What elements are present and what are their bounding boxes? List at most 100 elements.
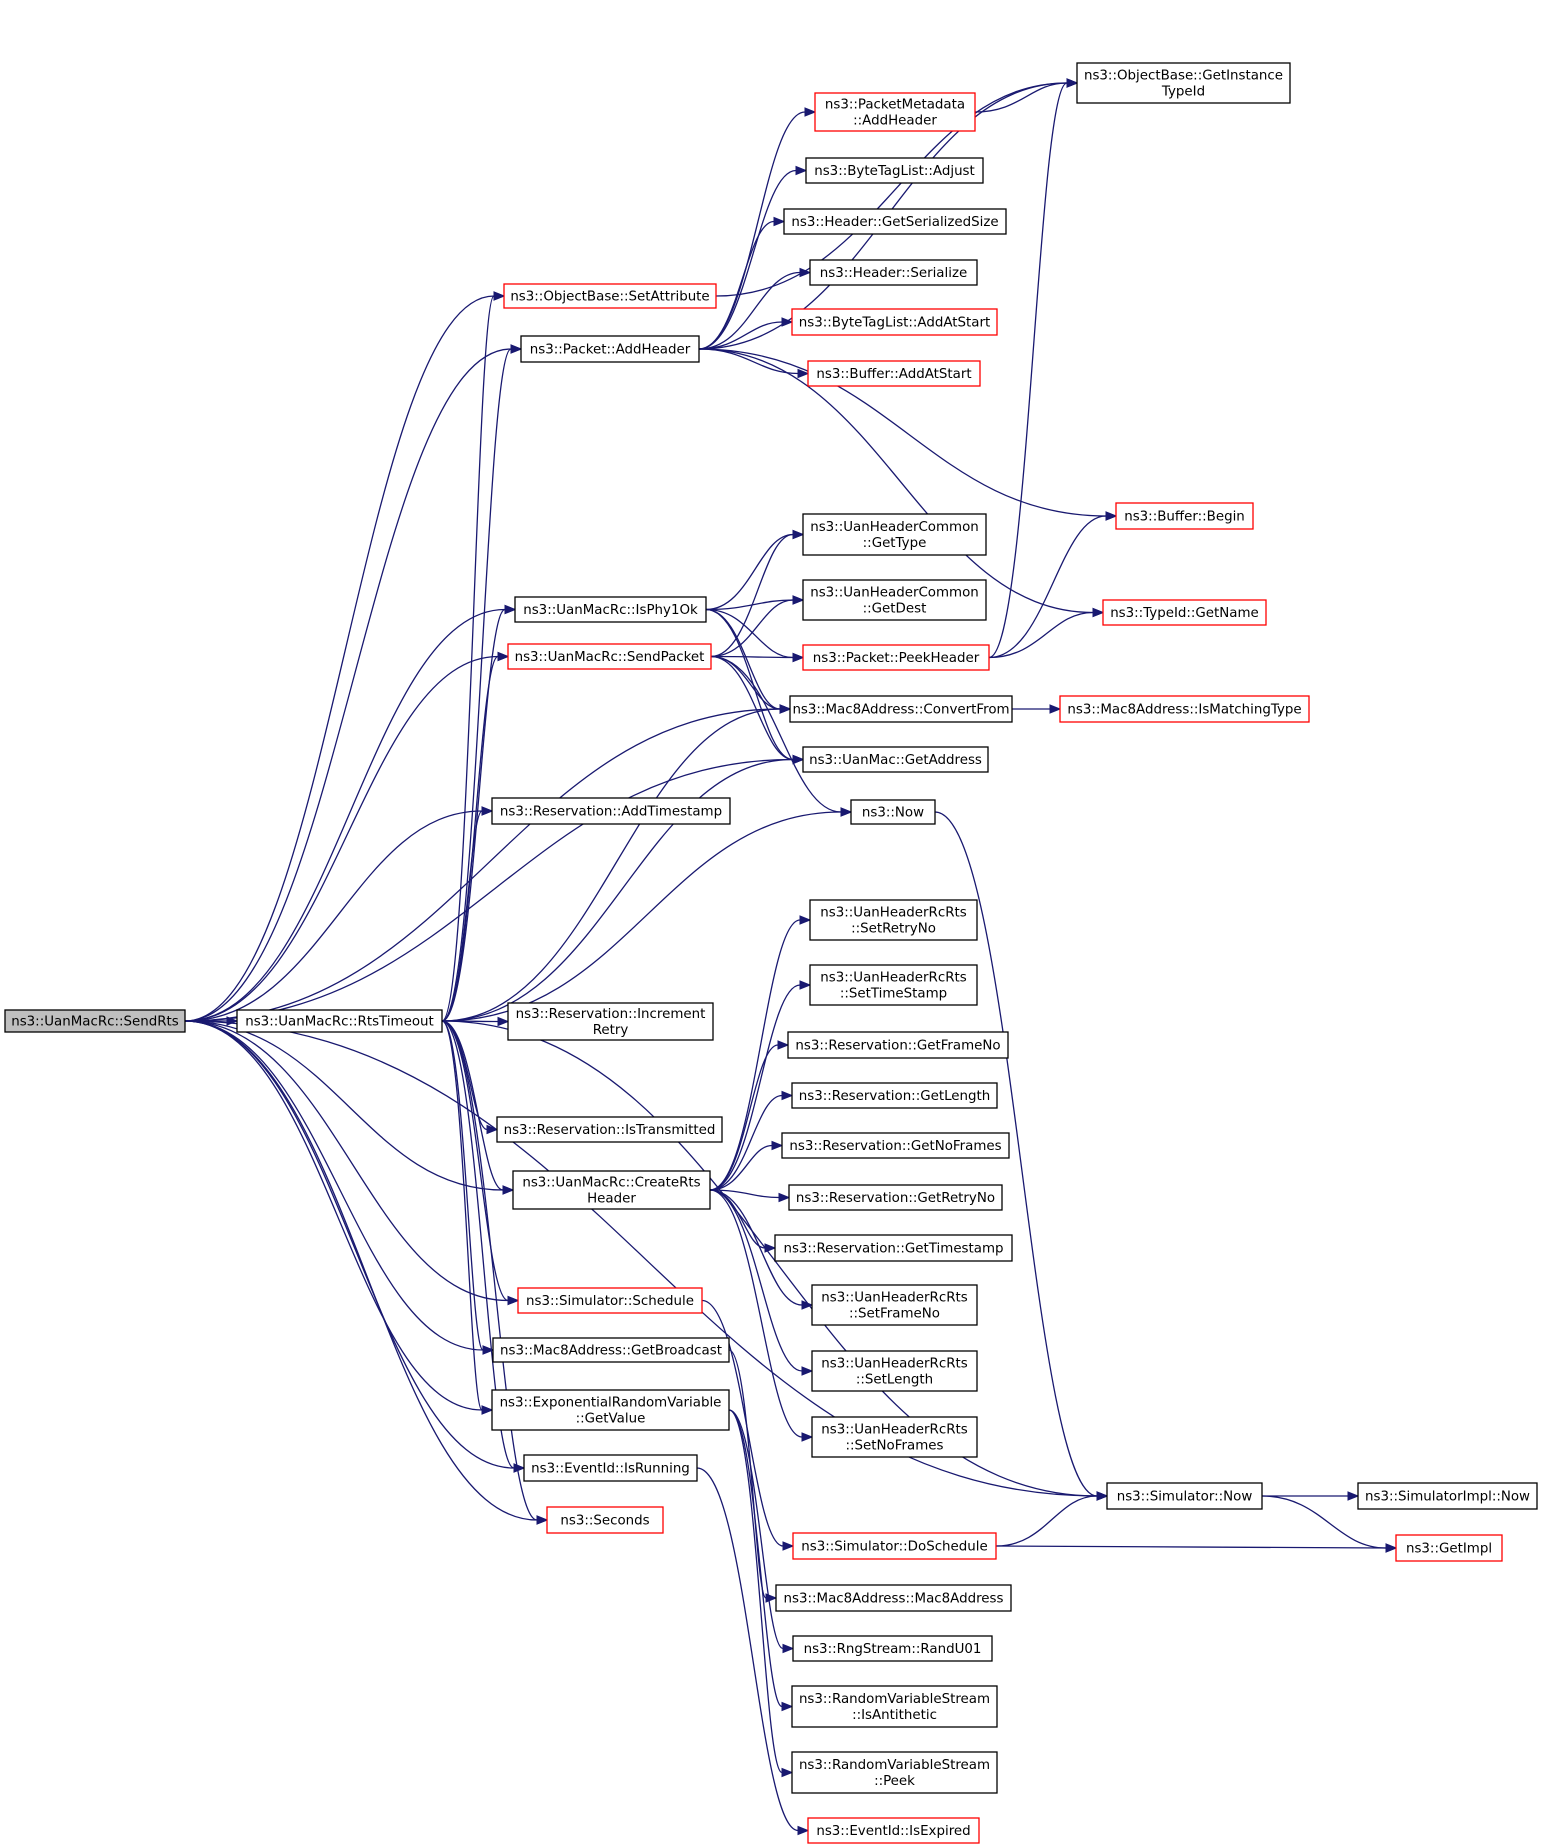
node-box bbox=[807, 1817, 980, 1844]
node-box bbox=[791, 1082, 998, 1109]
node-isrunning[interactable]: ns3::EventId::IsRunning bbox=[523, 1454, 698, 1482]
node-label: Retry bbox=[593, 1023, 629, 1038]
node-setretryno[interactable]: ns3::UanHeaderRcRts::SetRetryNo bbox=[809, 899, 978, 941]
call-edge bbox=[184, 704, 792, 1022]
node-getimpl[interactable]: ns3::GetImpl bbox=[1395, 1534, 1503, 1562]
arrowhead bbox=[773, 216, 786, 227]
node-now[interactable]: ns3::Now bbox=[850, 799, 936, 825]
node-mac8ctor[interactable]: ns3::Mac8Address::Mac8Address bbox=[775, 1584, 1012, 1612]
node-setnoframes[interactable]: ns3::UanHeaderRcRts::SetNoFrames bbox=[811, 1416, 978, 1458]
call-edge bbox=[995, 1543, 1398, 1553]
node-getdest[interactable]: ns3::UanHeaderCommon::GetDest bbox=[802, 579, 987, 621]
node-getaddress[interactable]: ns3::UanMac::GetAddress bbox=[802, 746, 989, 773]
edge-line bbox=[709, 1144, 773, 1191]
node-getbroadcast[interactable]: ns3::Mac8Address::GetBroadcast bbox=[492, 1337, 730, 1363]
node-box bbox=[791, 308, 998, 336]
arrowhead bbox=[781, 1701, 794, 1712]
node-rtstimeout[interactable]: ns3::UanMacRc::RtsTimeout bbox=[236, 1009, 443, 1033]
node-box bbox=[809, 964, 978, 1006]
node-isphy1ok[interactable]: ns3::UanMacRc::IsPhy1Ok bbox=[514, 596, 707, 623]
call-edge bbox=[974, 78, 1079, 113]
node-label: ::SetTimeStamp bbox=[840, 987, 947, 1002]
node-gettype[interactable]: ns3::UanHeaderCommon::GetType bbox=[802, 513, 987, 556]
edge-line bbox=[441, 1020, 488, 1131]
node-label: ::IsAntithetic bbox=[852, 1708, 937, 1723]
node-label: ns3::Now bbox=[862, 806, 924, 821]
node-seconds[interactable]: ns3::Seconds bbox=[546, 1506, 664, 1534]
node-peek[interactable]: ns3::RandomVariableStream::Peek bbox=[791, 1751, 998, 1794]
node-addtimestamp[interactable]: ns3::Reservation::AddTimestamp bbox=[491, 797, 731, 825]
edge-line bbox=[184, 1020, 483, 1411]
node-gettimestamp[interactable]: ns3::Reservation::GetTimestamp bbox=[774, 1234, 1013, 1262]
node-setlength[interactable]: ns3::UanHeaderRcRts::SetLength bbox=[811, 1350, 978, 1392]
arrowhead bbox=[764, 1243, 777, 1253]
node-label: ns3::UanHeaderRcRts bbox=[821, 1291, 967, 1306]
node-addheader[interactable]: ns3::Packet::AddHeader bbox=[520, 335, 700, 363]
node-bufaddstart[interactable]: ns3::Buffer::AddAtStart bbox=[807, 360, 981, 387]
edge-line bbox=[710, 599, 794, 658]
node-simimplnow[interactable]: ns3::SimulatorImpl::Now bbox=[1357, 1482, 1538, 1510]
node-box bbox=[507, 643, 712, 670]
call-edge bbox=[441, 806, 494, 1022]
node-box bbox=[802, 746, 989, 773]
edge-line bbox=[441, 708, 781, 1022]
node-label: ns3::Packet::PeekHeader bbox=[813, 651, 980, 666]
node-sendpacket[interactable]: ns3::UanMacRc::SendPacket bbox=[507, 643, 712, 670]
node-setframeno[interactable]: ns3::UanHeaderRcRts::SetFrameNo bbox=[811, 1284, 978, 1326]
node-getnoframes[interactable]: ns3::Reservation::GetNoFrames bbox=[781, 1132, 1010, 1159]
edge-line bbox=[728, 1409, 783, 1708]
node-simnow[interactable]: ns3::Simulator::Now bbox=[1106, 1482, 1263, 1510]
node-schedule[interactable]: ns3::Simulator::Schedule bbox=[517, 1287, 703, 1314]
node-btladjust[interactable]: ns3::ByteTagList::Adjust bbox=[805, 157, 984, 184]
edge-line bbox=[709, 1189, 780, 1199]
call-edge bbox=[441, 704, 792, 1022]
node-box bbox=[783, 208, 1007, 235]
node-sendrts[interactable]: ns3::UanMacRc::SendRts bbox=[4, 1009, 186, 1033]
node-getlength[interactable]: ns3::Reservation::GetLength bbox=[791, 1082, 998, 1109]
node-btladdstart[interactable]: ns3::ByteTagList::AddAtStart bbox=[791, 308, 998, 336]
edge-line bbox=[988, 82, 1068, 659]
edge-line bbox=[709, 1189, 766, 1249]
call-edge bbox=[184, 291, 506, 1022]
arrowhead bbox=[504, 604, 517, 615]
node-box bbox=[1357, 1482, 1538, 1510]
node-hgetsize[interactable]: ns3::Header::GetSerializedSize bbox=[783, 208, 1007, 235]
node-label: ::SetNoFrames bbox=[846, 1439, 944, 1454]
edge-line bbox=[441, 348, 512, 1022]
node-isexpired[interactable]: ns3::EventId::IsExpired bbox=[807, 1817, 980, 1844]
arrowhead bbox=[797, 368, 810, 379]
node-doschedule[interactable]: ns3::Simulator::DoSchedule bbox=[792, 1532, 997, 1560]
node-label: ns3::RngStream::RandU01 bbox=[804, 1642, 982, 1657]
edge-line bbox=[995, 1495, 1098, 1547]
node-randu01[interactable]: ns3::RngStream::RandU01 bbox=[792, 1635, 993, 1662]
node-typeidname[interactable]: ns3::TypeId::GetName bbox=[1102, 599, 1267, 626]
node-label: ns3::UanHeaderCommon bbox=[810, 520, 979, 535]
node-label: ns3::UanHeaderCommon bbox=[810, 586, 979, 601]
node-expgetvalue[interactable]: ns3::ExponentialRandomVariable::GetValue bbox=[491, 1389, 730, 1431]
node-bufbegin[interactable]: ns3::Buffer::Begin bbox=[1115, 502, 1254, 530]
node-pmaddheader[interactable]: ns3::PacketMetadata::AddHeader bbox=[814, 92, 976, 132]
node-box bbox=[792, 1635, 993, 1662]
node-setattr[interactable]: ns3::ObjectBase::SetAttribute bbox=[503, 283, 717, 309]
node-getretryno[interactable]: ns3::Reservation::GetRetryNo bbox=[788, 1184, 1003, 1211]
arrowhead bbox=[792, 652, 805, 663]
node-isantithetic[interactable]: ns3::RandomVariableStream::IsAntithetic bbox=[791, 1685, 998, 1728]
arrowhead bbox=[481, 1405, 494, 1415]
node-box bbox=[788, 1184, 1003, 1211]
call-edge bbox=[441, 1020, 549, 1525]
node-settimestamp[interactable]: ns3::UanHeaderRcRts::SetTimeStamp bbox=[809, 964, 978, 1006]
node-getframeno[interactable]: ns3::Reservation::GetFrameNo bbox=[787, 1031, 1009, 1059]
node-box bbox=[814, 92, 976, 132]
edge-line bbox=[184, 708, 781, 1022]
node-label: ns3::Simulator::DoSchedule bbox=[801, 1540, 987, 1555]
node-label: ns3::ByteTagList::Adjust bbox=[814, 164, 975, 179]
node-ismatching[interactable]: ns3::Mac8Address::IsMatchingType bbox=[1059, 695, 1310, 723]
node-peekheader[interactable]: ns3::Packet::PeekHeader bbox=[802, 644, 990, 671]
node-hserialize[interactable]: ns3::Header::Serialize bbox=[809, 259, 978, 286]
node-convertfrom[interactable]: ns3::Mac8Address::ConvertFrom bbox=[789, 695, 1013, 723]
node-istransmitted[interactable]: ns3::Reservation::IsTransmitted bbox=[496, 1116, 723, 1143]
